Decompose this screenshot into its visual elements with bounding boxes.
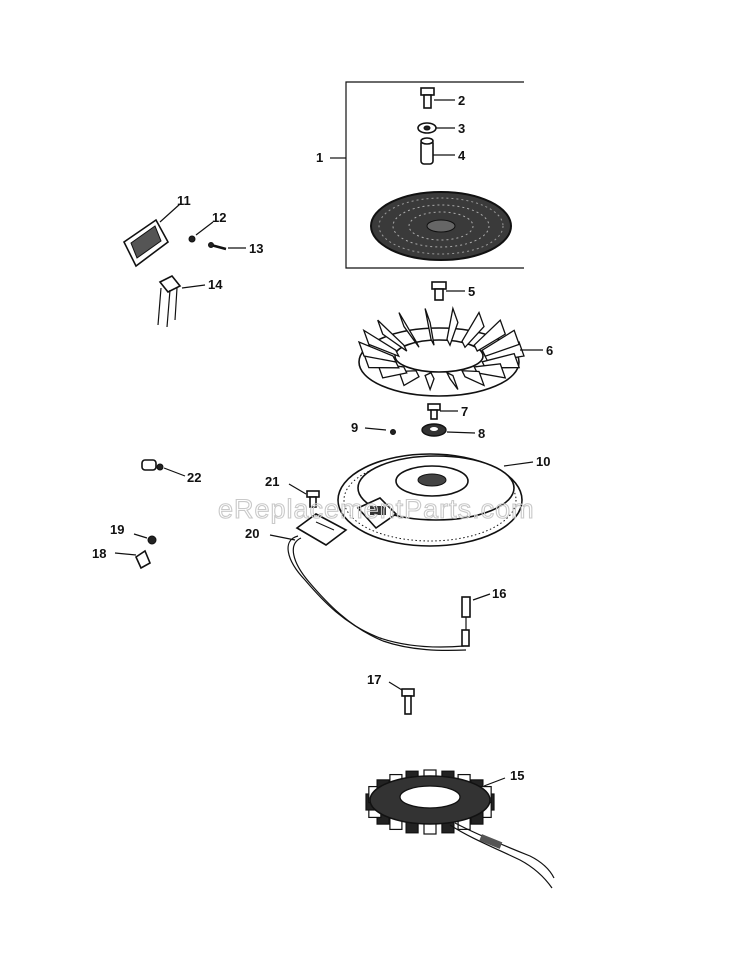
part-4-spacer bbox=[420, 137, 455, 165]
callout-19: 19 bbox=[110, 522, 124, 537]
part-3-washer bbox=[417, 122, 455, 134]
part-7-bolt bbox=[427, 403, 458, 420]
fan-blade bbox=[377, 319, 408, 352]
part-17-screw bbox=[388, 681, 415, 715]
part-18-clip bbox=[114, 549, 152, 570]
fan-blade bbox=[424, 308, 435, 346]
fan-blade bbox=[398, 312, 420, 348]
callout-22: 22 bbox=[187, 470, 201, 485]
kit-bracket bbox=[330, 81, 524, 269]
part-9-key bbox=[364, 427, 396, 435]
fan-blade bbox=[481, 329, 521, 357]
callout-3: 3 bbox=[458, 121, 465, 136]
part-11-regulator bbox=[122, 203, 181, 268]
watermark-text: eReplacementParts.com bbox=[218, 494, 535, 524]
callout-8: 8 bbox=[478, 426, 485, 441]
fan-blade bbox=[473, 318, 507, 352]
callout-17: 17 bbox=[367, 672, 381, 687]
callout-21: 21 bbox=[265, 474, 279, 489]
callout-10: 10 bbox=[536, 454, 550, 469]
part-8-washer bbox=[421, 423, 476, 437]
callout-18: 18 bbox=[92, 546, 106, 561]
fan-blade bbox=[424, 371, 435, 392]
callout-12: 12 bbox=[212, 210, 226, 225]
callout-20: 20 bbox=[245, 526, 259, 541]
part-10-flywheel bbox=[337, 453, 534, 547]
fan-blade bbox=[461, 311, 485, 349]
fan-blade bbox=[460, 370, 486, 387]
callout-1: 1 bbox=[316, 150, 323, 165]
fan-blade bbox=[446, 306, 459, 347]
callout-13: 13 bbox=[249, 241, 263, 256]
part-15-stator bbox=[365, 769, 555, 889]
part-16-terminal bbox=[461, 593, 491, 647]
part-19-nut bbox=[133, 533, 157, 545]
fan-blades bbox=[357, 306, 525, 392]
callout-11: 11 bbox=[177, 193, 191, 208]
callout-labels: 1 2 3 4 5 6 7 8 9 10 11 12 13 14 15 16 1… bbox=[92, 93, 553, 783]
callout-9: 9 bbox=[351, 420, 358, 435]
part-1-screen bbox=[370, 191, 512, 261]
part-12-nut bbox=[188, 221, 214, 243]
part-6-fan bbox=[357, 306, 543, 397]
part-20-ignition-module bbox=[269, 513, 467, 652]
part-5-bolt bbox=[431, 281, 465, 301]
part-22-connector bbox=[141, 459, 186, 477]
callout-16: 16 bbox=[492, 586, 506, 601]
callout-6: 6 bbox=[546, 343, 553, 358]
callout-15: 15 bbox=[510, 768, 524, 783]
callout-7: 7 bbox=[461, 404, 468, 419]
fan-blade bbox=[357, 340, 398, 363]
part-21-screw bbox=[288, 483, 320, 508]
callout-14: 14 bbox=[208, 277, 223, 292]
callout-2: 2 bbox=[458, 93, 465, 108]
callout-5: 5 bbox=[468, 284, 475, 299]
part-13-screw bbox=[208, 242, 246, 251]
part-14-bracket bbox=[157, 274, 206, 328]
part-2-bolt bbox=[420, 87, 455, 109]
fan-blade bbox=[362, 328, 401, 358]
callout-4: 4 bbox=[458, 148, 466, 163]
fan-blade bbox=[445, 371, 459, 390]
